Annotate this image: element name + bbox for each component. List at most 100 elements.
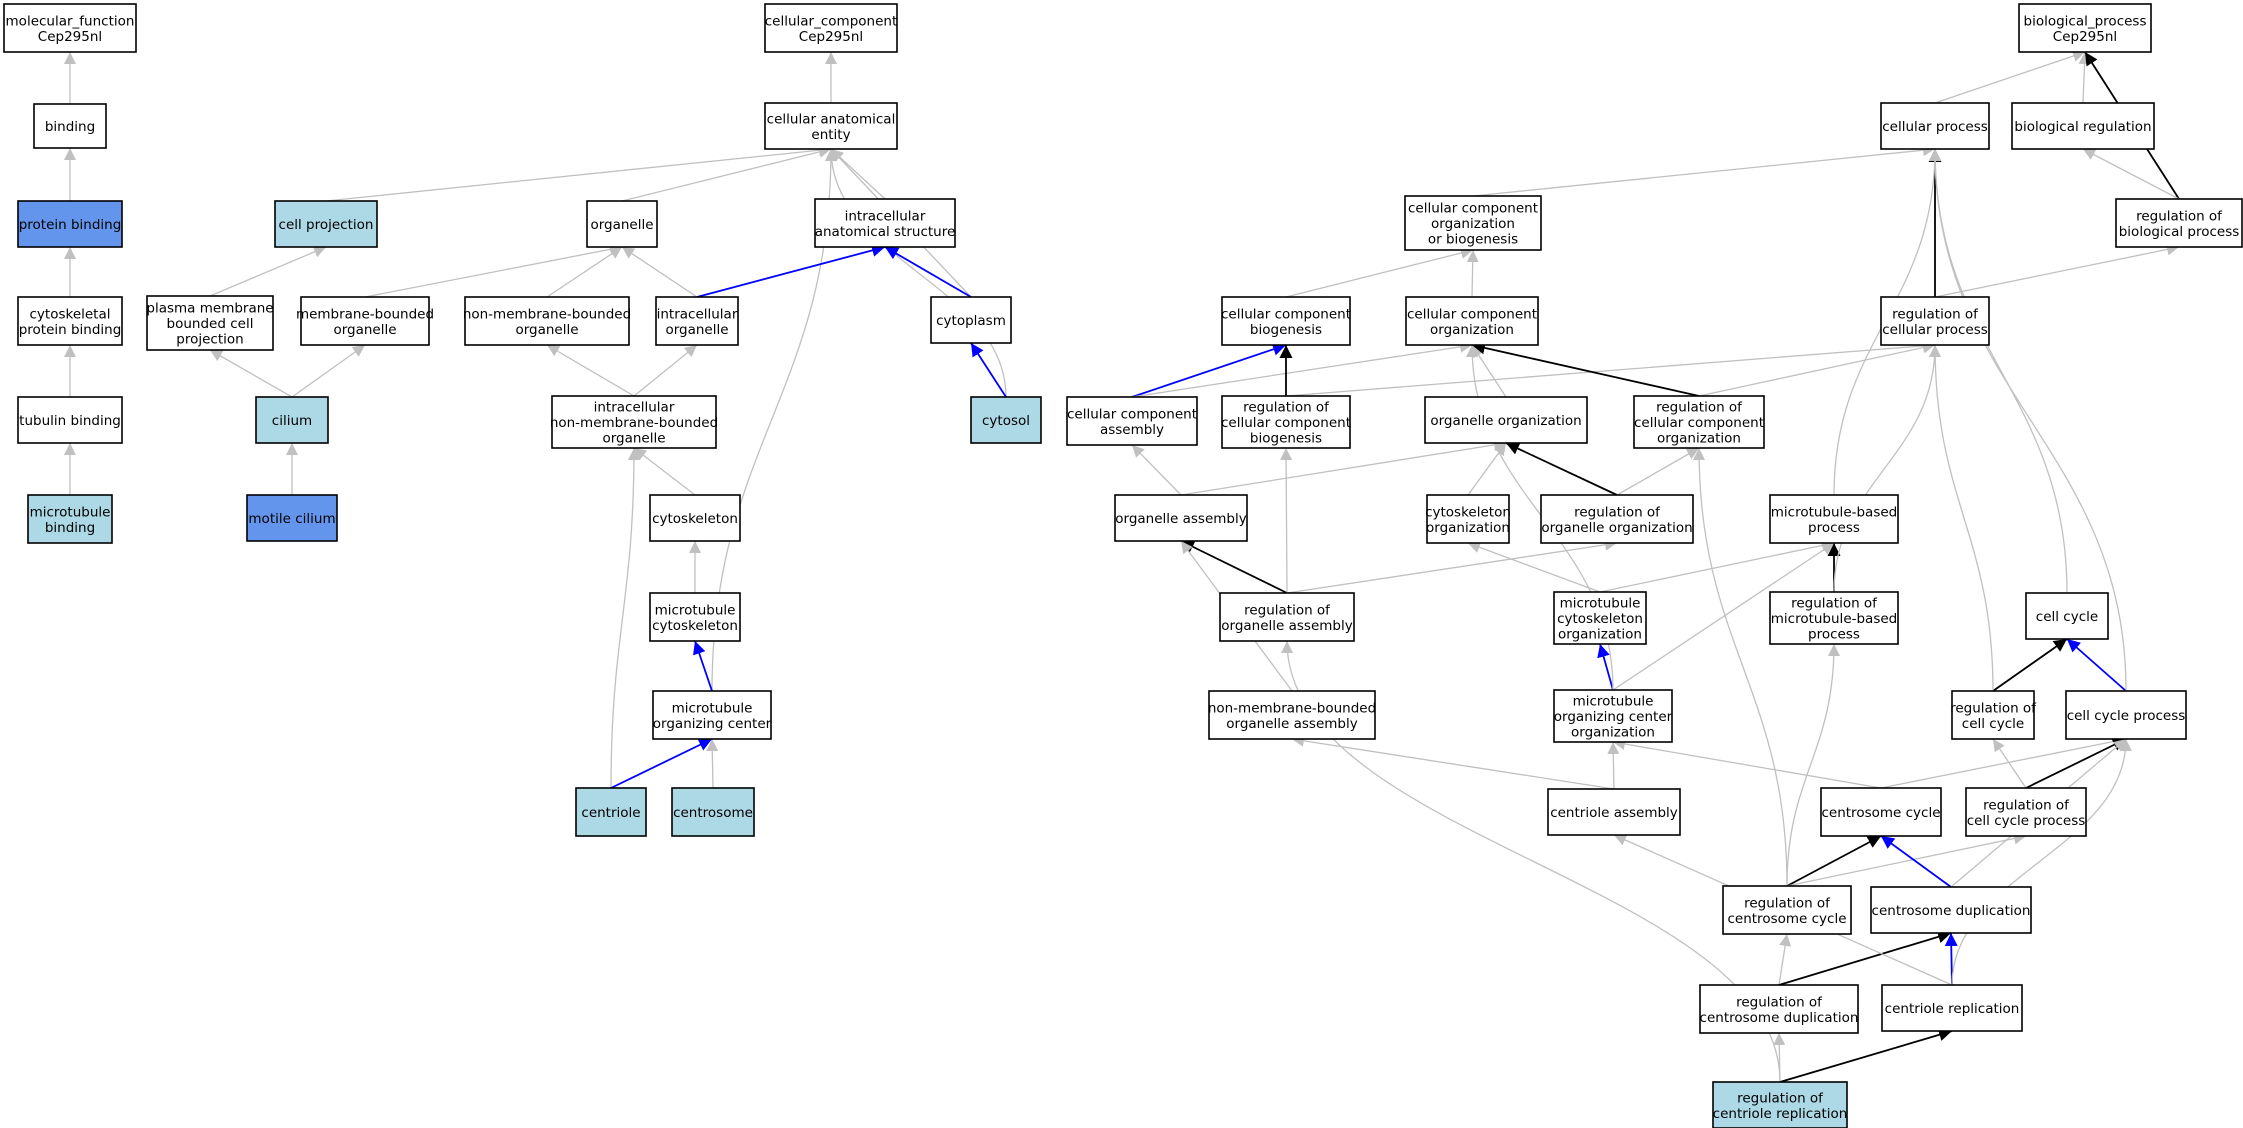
term-label: bounded cell bbox=[167, 316, 254, 332]
term-box bbox=[551, 395, 717, 449]
edge-regorgasm-to-orgasm bbox=[1180, 540, 1288, 594]
term-label: biological regulation bbox=[2014, 119, 2151, 135]
term-node-bioreg: biological regulation bbox=[2011, 102, 2155, 150]
term-node-centasm: centriole assembly bbox=[1547, 788, 1681, 836]
term-label: organelle assembly bbox=[1115, 511, 1246, 527]
term-label: plasma membrane bbox=[146, 301, 273, 317]
term-label: regulation of bbox=[1656, 400, 1743, 416]
term-box bbox=[1405, 296, 1539, 346]
term-label: Cep295nl bbox=[799, 29, 863, 45]
edge-cytoplasm-to-ias bbox=[884, 246, 972, 298]
term-label: cellular component bbox=[1407, 306, 1537, 322]
term-box bbox=[575, 787, 647, 837]
term-box bbox=[652, 690, 772, 740]
term-label: cellular component bbox=[1221, 306, 1351, 322]
edge-regorgorg-to-orgorg bbox=[1505, 442, 1618, 496]
term-label: non-membrane-bounded bbox=[1208, 700, 1376, 716]
edge-cytoorg-to-orgorg bbox=[1467, 442, 1507, 496]
term-label: membrane-bounded bbox=[296, 306, 434, 322]
term-label: centrosome duplication bbox=[1872, 903, 2031, 919]
edge-ias-to-cae bbox=[830, 148, 886, 200]
term-box bbox=[1880, 102, 1990, 150]
edge-regcentdup-to-centdup bbox=[1778, 930, 1952, 986]
edge-ccorg-to-ccob bbox=[1466, 249, 1479, 298]
term-label: regulation of bbox=[1574, 504, 1661, 520]
edge-regcc-to-regcell bbox=[1929, 344, 1994, 692]
term-box bbox=[2065, 690, 2187, 740]
edge-cilium-to-pmbcp bbox=[209, 349, 293, 398]
edge-regmtbp-to-regcell bbox=[1833, 344, 1941, 593]
term-node-tubulin: tubulin binding bbox=[17, 396, 123, 444]
term-label: protein binding bbox=[19, 322, 122, 338]
term-label: projection bbox=[176, 332, 243, 348]
term-box bbox=[1880, 296, 1990, 346]
edge-orgasm-to-orgorg bbox=[1180, 438, 1507, 496]
term-node-cellproj: cell projection bbox=[274, 200, 378, 248]
term-label: organelle assembly bbox=[1221, 618, 1352, 634]
term-label: organizing center bbox=[1554, 709, 1673, 725]
term-label: process bbox=[1808, 627, 1860, 643]
term-label: assembly bbox=[1100, 422, 1164, 438]
term-label: organization bbox=[1430, 322, 1514, 338]
term-box bbox=[814, 198, 956, 248]
term-label: organelle assembly bbox=[1226, 716, 1357, 732]
term-box bbox=[300, 296, 430, 346]
term-label: cell cycle bbox=[1962, 716, 2024, 732]
term-box bbox=[1553, 689, 1673, 743]
edge-cellproj-to-cae bbox=[325, 144, 832, 202]
edge-regcentcyc-to-centcyc bbox=[1786, 835, 1882, 887]
edge-orgasm-to-ccasm bbox=[1131, 444, 1182, 496]
term-label: cytosol bbox=[982, 413, 1030, 429]
edge-regccbio-to-regcell bbox=[1285, 339, 1936, 397]
term-box bbox=[1404, 195, 1542, 251]
term-label: binding bbox=[45, 520, 95, 536]
edge-regcentcyc-to-regmtbp bbox=[1786, 643, 1840, 887]
term-label: organelle bbox=[665, 322, 728, 338]
term-box bbox=[1820, 787, 1942, 837]
term-box bbox=[1870, 886, 2032, 934]
edge-centrosome-to-mtoc bbox=[706, 738, 719, 789]
term-label: cell cycle process bbox=[1967, 813, 2086, 829]
term-box bbox=[764, 3, 898, 53]
term-label: regulation of bbox=[1791, 596, 1878, 612]
edge-regcentdup-to-regcentcyc bbox=[1778, 933, 1792, 986]
edge-regcc-to-cellcycle bbox=[1992, 638, 2068, 692]
term-box bbox=[1426, 494, 1510, 544]
term-box bbox=[17, 396, 123, 444]
term-node-orgorg: organelle organization bbox=[1424, 396, 1588, 444]
edge-cytoskel-to-inmbo bbox=[633, 447, 696, 496]
term-label: microtubule bbox=[655, 602, 736, 618]
term-label: cytoskeleton bbox=[1557, 611, 1643, 627]
term-node-centriole: centriole bbox=[575, 787, 647, 837]
term-label: cellular anatomical bbox=[767, 111, 896, 127]
term-node-cellcycle: cell cycle bbox=[2025, 592, 2109, 640]
term-label: or biogenesis bbox=[1428, 232, 1518, 248]
edge-regorgasm-to-regccbio bbox=[1280, 447, 1293, 594]
edge-centcyc-to-ccproc bbox=[1880, 735, 2127, 789]
term-label: non-membrane-bounded bbox=[550, 415, 718, 431]
term-box bbox=[246, 494, 338, 542]
edge-regorgorg-to-regccorg bbox=[1616, 447, 1700, 496]
term-box bbox=[3, 3, 137, 53]
term-box bbox=[671, 787, 755, 837]
edge-regbio-to-bioreg bbox=[2082, 148, 2180, 200]
term-label: regulation of bbox=[1983, 797, 2070, 813]
term-node-centrosome: centrosome bbox=[671, 787, 755, 837]
term-label: motile cilium bbox=[248, 511, 335, 527]
term-box bbox=[17, 296, 123, 346]
term-label: biogenesis bbox=[1250, 322, 1322, 338]
edge-regcentrep-to-centrep bbox=[1779, 1028, 1953, 1083]
edge-regcentcyc-to-regccorg bbox=[1693, 447, 1788, 887]
term-label: non-membrane-bounded bbox=[463, 306, 631, 322]
